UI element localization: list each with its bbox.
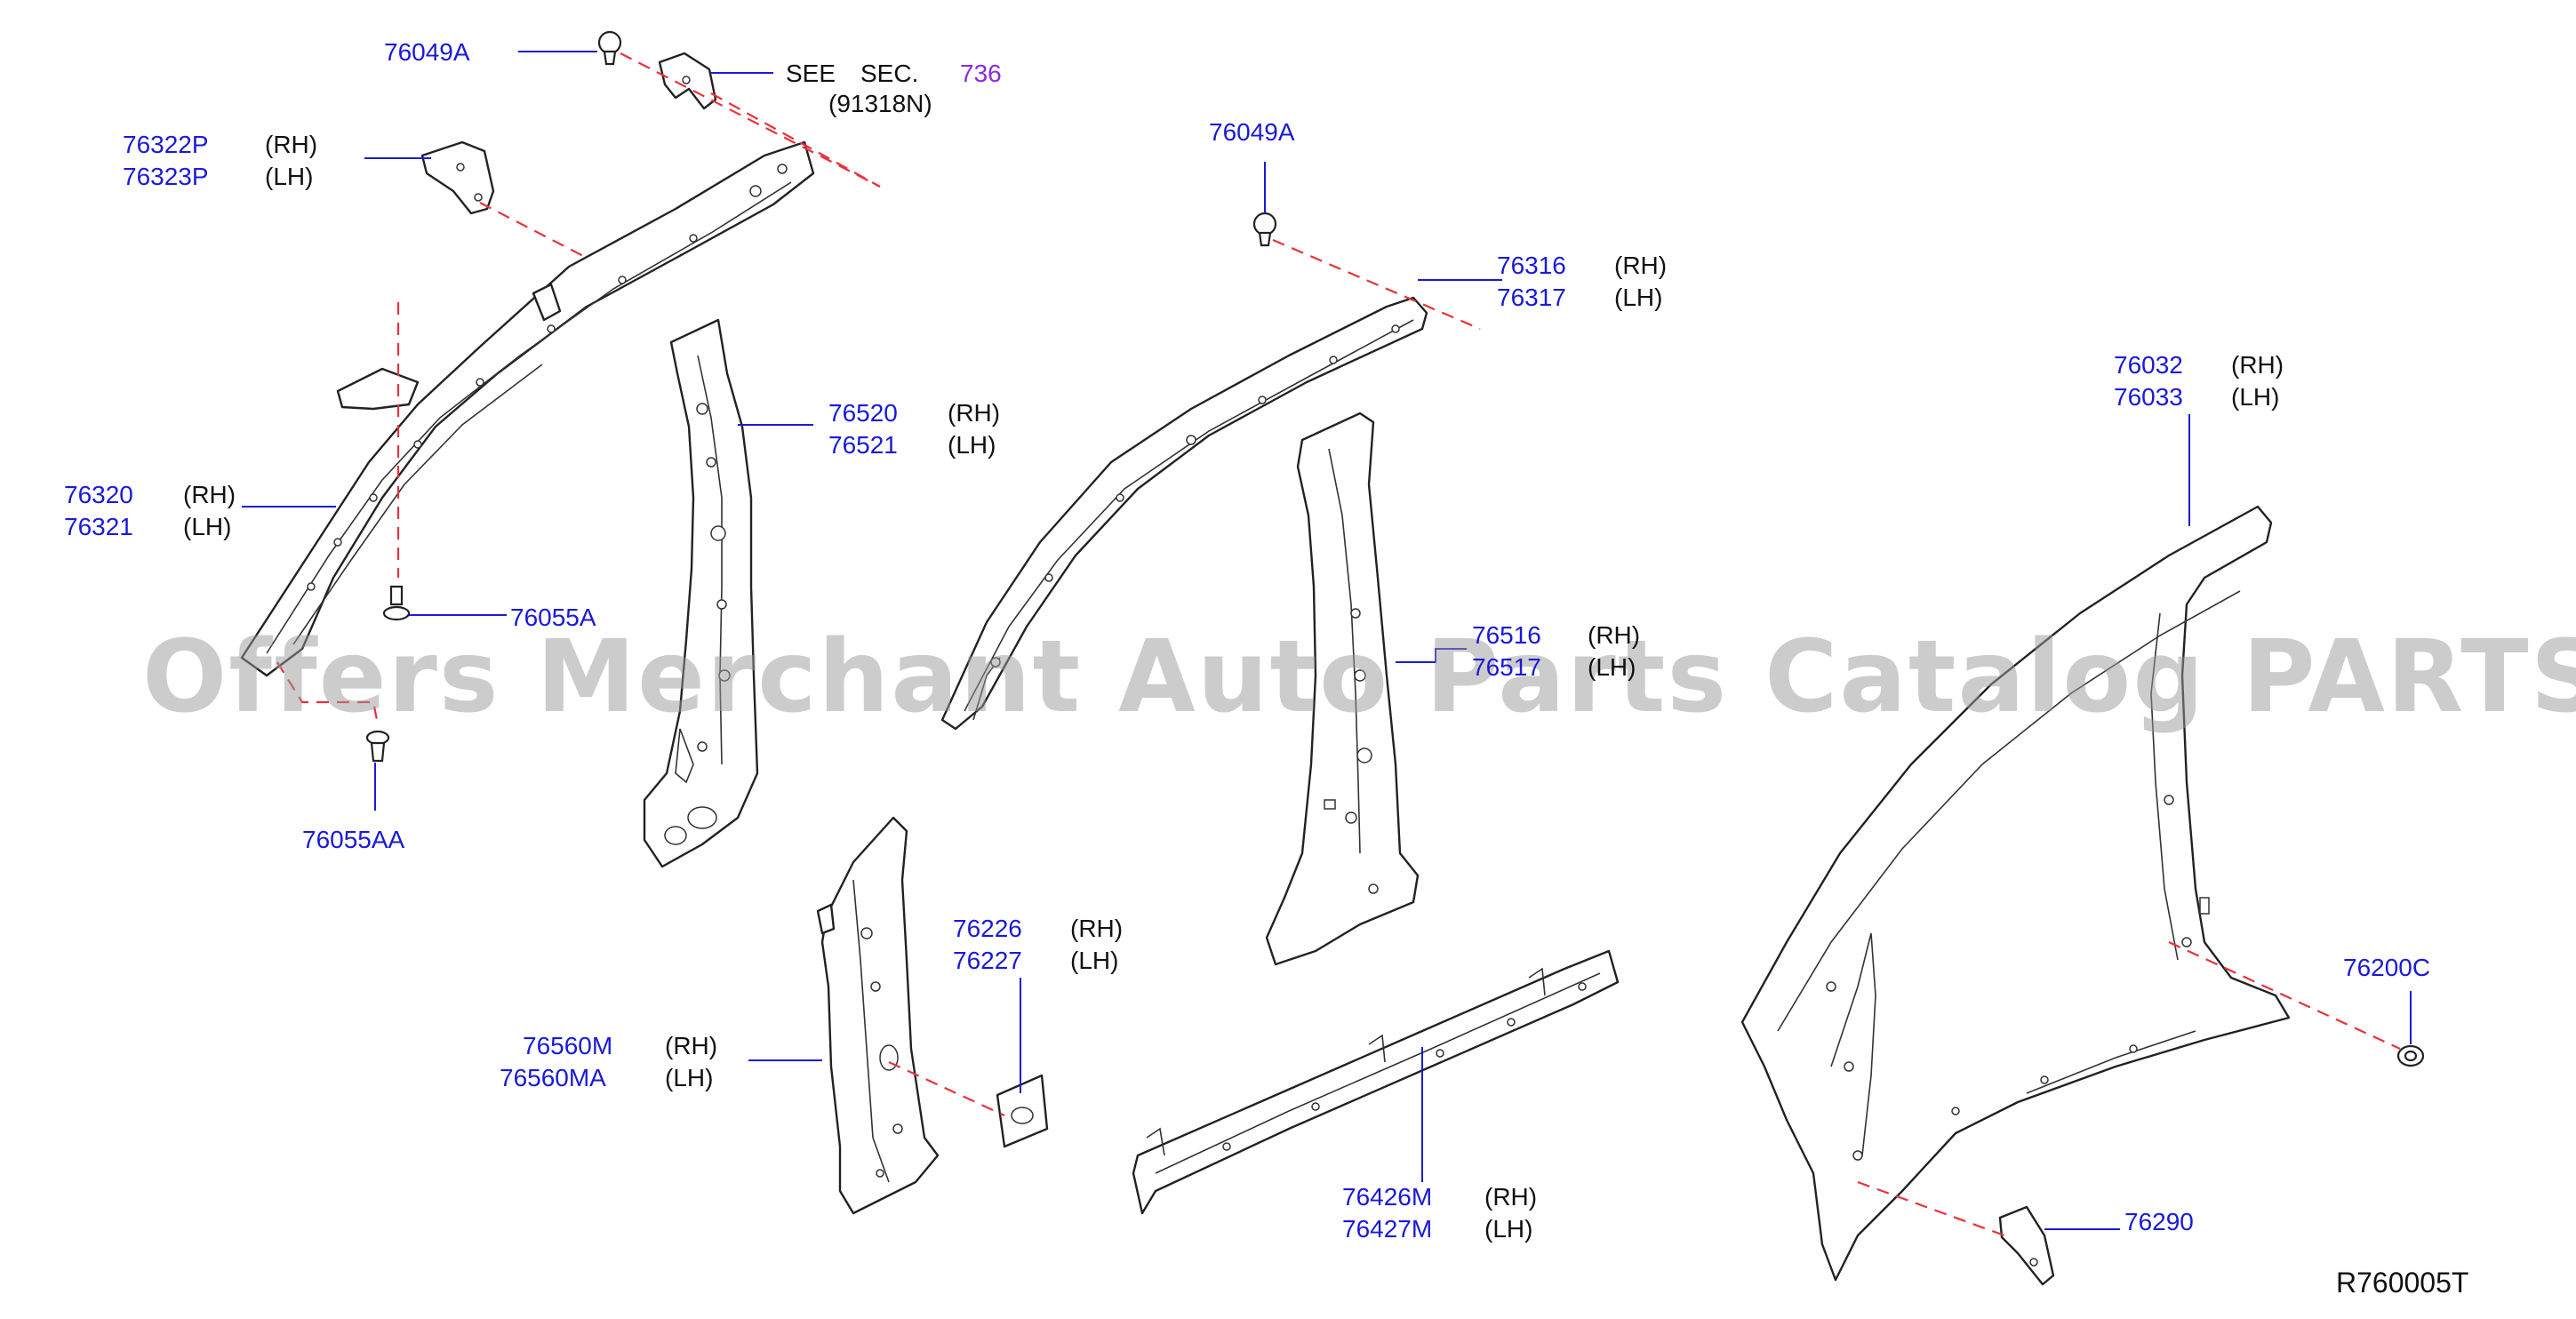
sill-inner-part xyxy=(1132,949,1620,1215)
callout-76317[interactable]: 76317 xyxy=(1497,284,1566,311)
side-76521: (LH) xyxy=(948,431,996,459)
bolt-76055a xyxy=(382,585,411,621)
callout-76200c[interactable]: 76200C xyxy=(2343,954,2430,981)
side-76320: (RH) xyxy=(183,481,236,508)
callout-76321[interactable]: 76321 xyxy=(64,513,133,540)
callout-76033[interactable]: 76033 xyxy=(2114,383,2183,411)
side-76520: (RH) xyxy=(948,399,1000,427)
callout-76316[interactable]: 76316 xyxy=(1497,252,1566,279)
side-76560m: (RH) xyxy=(665,1032,717,1059)
callout-76227[interactable]: 76227 xyxy=(953,947,1022,974)
clip-76049a-mid xyxy=(1252,212,1277,247)
side-76516: (RH) xyxy=(1588,621,1640,649)
callout-76322p[interactable]: 76322P xyxy=(123,131,209,158)
front-pillar-reinforcement-part xyxy=(940,296,1428,731)
side-76322p: (RH) xyxy=(265,131,317,158)
clip-76049a-top xyxy=(597,30,622,66)
callout-76520[interactable]: 76520 xyxy=(828,399,898,427)
side-76560ma: (LH) xyxy=(665,1064,713,1091)
callout-76049a-top[interactable]: 76049A xyxy=(384,38,470,66)
see-section-reference: SEE SEC. 736 (91318N) xyxy=(786,60,1002,117)
see-label: SEE xyxy=(786,60,836,87)
callout-76517[interactable]: 76517 xyxy=(1472,653,1541,681)
center-pillar-inner-part xyxy=(1265,412,1420,966)
callout-76226[interactable]: 76226 xyxy=(953,915,1022,942)
side-76316: (RH) xyxy=(1614,252,1667,279)
callout-76032[interactable]: 76032 xyxy=(2114,351,2183,379)
callout-76426m[interactable]: 76426M xyxy=(1342,1183,1432,1211)
side-76032: (RH) xyxy=(2231,351,2284,379)
section-736-link[interactable]: 736 xyxy=(960,60,1002,87)
bracket-76322p-part xyxy=(420,140,495,215)
callout-76560m[interactable]: 76560M xyxy=(523,1032,612,1059)
callout-76290[interactable]: 76290 xyxy=(2124,1208,2194,1235)
center-pillar-reinforcement-part xyxy=(816,816,940,1215)
front-pillar-inner-part xyxy=(643,318,759,868)
callout-76560ma[interactable]: 76560MA xyxy=(500,1064,606,1091)
bracket-76290-part xyxy=(1998,1205,2055,1286)
bolt-76055aa xyxy=(365,730,390,763)
callout-76320[interactable]: 76320 xyxy=(64,481,133,508)
assembly-lines xyxy=(276,52,2401,1237)
side-76033: (LH) xyxy=(2231,383,2279,411)
body-side-outer-part xyxy=(1740,505,2291,1282)
side-76226: (RH) xyxy=(1070,915,1123,942)
side-76323p: (LH) xyxy=(265,163,313,190)
callout-76521[interactable]: 76521 xyxy=(828,431,898,459)
callout-76055aa[interactable]: 76055AA xyxy=(302,826,405,853)
callout-76049a-mid[interactable]: 76049A xyxy=(1209,118,1295,146)
side-76427m: (LH) xyxy=(1484,1215,1532,1243)
side-76321: (LH) xyxy=(183,513,231,540)
diagram-reference-code: R760005T xyxy=(2336,1267,2468,1299)
callout-76427m[interactable]: 76427M xyxy=(1342,1215,1432,1243)
side-76426m: (RH) xyxy=(1484,1183,1537,1211)
side-76517: (LH) xyxy=(1588,653,1636,681)
front-pillar-outer-part xyxy=(240,140,815,677)
side-76227: (LH) xyxy=(1070,947,1118,974)
section-sub-label: (91318N) xyxy=(828,90,932,117)
leader-lines xyxy=(242,51,2412,1230)
sec-label: SEC. xyxy=(860,60,918,87)
top-bracket-part xyxy=(658,52,717,110)
watermark-text: Offers Merchant Auto Parts Catalog PARTS… xyxy=(142,620,2576,735)
grommet-76200c xyxy=(2396,1044,2425,1067)
patch-76226-part xyxy=(996,1074,1049,1148)
callout-76323p[interactable]: 76323P xyxy=(123,163,209,190)
callout-76516[interactable]: 76516 xyxy=(1472,621,1541,649)
side-76317: (LH) xyxy=(1614,284,1662,311)
callout-76055a[interactable]: 76055A xyxy=(510,604,596,631)
